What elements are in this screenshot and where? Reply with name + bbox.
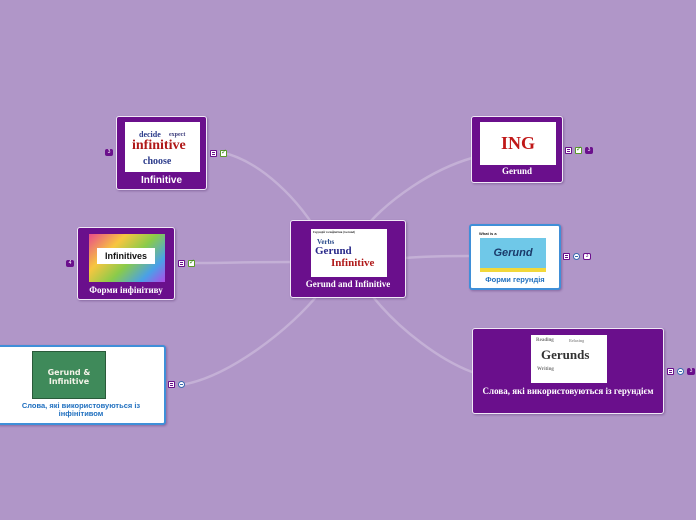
link-forms-infinitive [188, 260, 294, 265]
gerund-bubble: Gerund [480, 238, 546, 272]
image-word-writing: Writing [537, 367, 554, 372]
central-topic-image: Герундій та інфінітив (Gerund) Verbs Ger… [311, 229, 387, 277]
link-icon[interactable] [677, 368, 684, 375]
image-word-infinitive: Infinitive [331, 257, 375, 269]
central-topic-title: Gerund and Infinitive [305, 279, 391, 289]
central-topic-node[interactable]: Герундій та інфінітив (Gerund) Verbs Ger… [290, 220, 406, 298]
cloud-word-infinitive: infinitive [132, 138, 186, 153]
check-icon[interactable] [575, 145, 582, 154]
note-icon[interactable] [667, 368, 674, 375]
check-icon[interactable] [220, 148, 227, 157]
link-gerund [368, 156, 474, 224]
infinitive-word-cloud: decide expect infinitive choose [125, 122, 200, 172]
infinitives-image-label: Infinitives [97, 248, 155, 264]
cloud-word-decide: decide [139, 130, 161, 139]
check-icon[interactable] [188, 258, 195, 267]
infinitive-title: Infinitive [140, 175, 183, 186]
node-forms-gerund[interactable]: What is a Gerund Форми герундія [469, 224, 561, 290]
infinitive-collapse-badge[interactable]: 3 [105, 149, 113, 156]
gerunds-word: Gerunds [541, 347, 590, 362]
note-icon[interactable] [565, 147, 572, 154]
forms-infinitive-title: Форми інфінітиву [89, 285, 163, 295]
gerund-title: Gerund [501, 166, 532, 176]
link-words-gerund [372, 296, 474, 374]
words-gerund-collapse-badge[interactable]: 3 [687, 368, 695, 375]
node-words-infinitive[interactable]: Gerund & Infinitive Слова, які використо… [0, 345, 166, 425]
forms-gerund-title: Форми герундія [485, 275, 545, 284]
gerund-collapse-badge[interactable]: 3 [585, 147, 593, 154]
image-word-verbs: Verbs [317, 238, 335, 246]
forms-infinitive-collapse-badge[interactable]: 4 [66, 260, 74, 267]
link-icon[interactable] [178, 381, 185, 388]
note-icon[interactable] [210, 150, 217, 157]
link-words-infinitive [184, 290, 322, 386]
infinitives-image: Infinitives [89, 234, 165, 282]
words-infinitive-title: Слова, які використовуються із інфінітив… [21, 401, 141, 419]
image-word-relaxing: Relaxing [569, 338, 585, 343]
node-infinitive[interactable]: decide expect infinitive choose Infiniti… [116, 116, 207, 190]
cloud-word-choose: choose [143, 156, 172, 167]
gerunds-image: Reading Relaxing Gerunds Writing [531, 335, 607, 383]
link-icon[interactable] [573, 253, 580, 260]
note-icon[interactable] [178, 260, 185, 267]
node-gerund[interactable]: ING Gerund [471, 116, 563, 183]
note-icon[interactable] [563, 253, 570, 260]
ing-word-cloud: ING [480, 122, 556, 165]
image-header: What is a [479, 231, 497, 236]
chalkboard-text: Gerund & Infinitive [47, 368, 91, 386]
what-is-gerund-image: What is a Gerund [477, 230, 553, 274]
cloud-word-expect: expect [169, 132, 186, 138]
chalkboard-image: Gerund & Infinitive [32, 351, 106, 399]
link-forms-gerund [403, 254, 472, 260]
image-word-reading: Reading [536, 338, 554, 343]
words-gerund-title: Слова, які використовуються із герундієм [482, 386, 654, 396]
node-forms-infinitive[interactable]: Infinitives Форми інфінітиву [77, 227, 175, 300]
forms-gerund-collapse-badge[interactable]: 3 [583, 253, 591, 260]
node-words-gerund[interactable]: Reading Relaxing Gerunds Writing Слова, … [472, 328, 664, 414]
image-caption: Герундій та інфінітив (Gerund) [313, 230, 356, 234]
image-word-gerund: Gerund [315, 245, 352, 257]
ing-word: ING [500, 133, 535, 153]
note-icon[interactable] [168, 381, 175, 388]
